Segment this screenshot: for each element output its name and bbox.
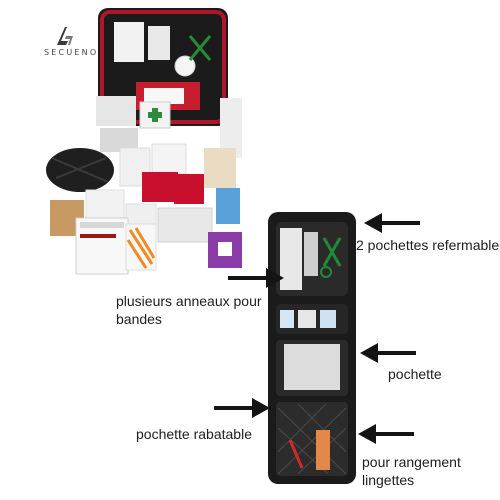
first-aid-kit-contents-photo — [40, 8, 250, 278]
arrow-to-sealable-pockets-icon — [362, 210, 422, 236]
label-wipes-storage-line2: lingettes — [362, 472, 415, 488]
brand-name: SECUENOR — [44, 48, 107, 57]
label-wipes-storage-line1: pour rangement — [362, 454, 461, 470]
label-wipes-storage: pour rangement lingettes — [362, 453, 461, 489]
label-sealable-pockets: 2 pochettes refermable — [356, 237, 500, 253]
arrow-to-folding-pocket-icon — [212, 395, 272, 421]
arrow-to-pocket-icon — [358, 340, 418, 366]
logo-mark-icon — [57, 27, 73, 45]
label-pocket: pochette — [388, 366, 442, 382]
label-band-rings: plusieurs anneaux pour bandes — [116, 292, 262, 328]
open-pouch-photo — [268, 212, 356, 484]
label-folding-pocket: pochette rabatable — [136, 426, 252, 442]
brand-logo: SECUENOR — [44, 26, 104, 66]
label-band-rings-line1: plusieurs anneaux pour — [116, 293, 262, 309]
label-band-rings-line2: bandes — [116, 311, 162, 327]
arrow-to-band-rings-icon — [226, 265, 286, 291]
arrow-to-wipes-storage-icon — [356, 421, 416, 447]
